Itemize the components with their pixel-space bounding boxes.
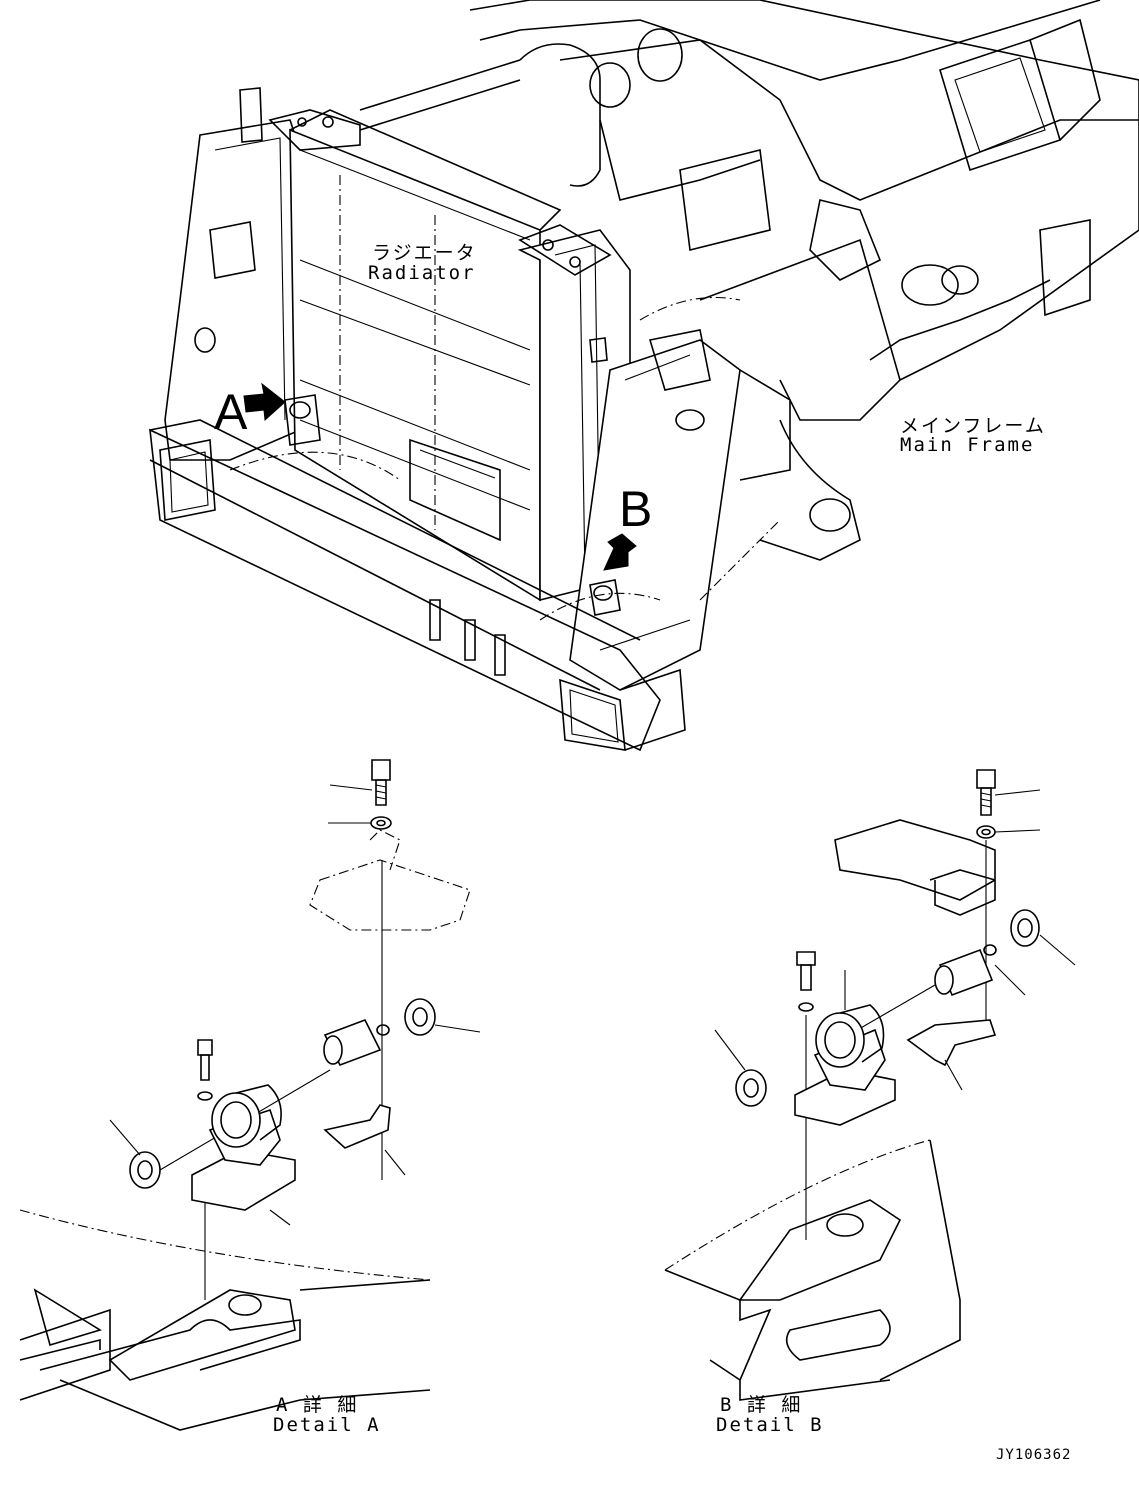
detail-b-title-en: Detail B: [716, 1414, 824, 1436]
detail-a-exploded-view: [19, 759, 481, 1431]
callout-letter-b: B: [619, 481, 653, 537]
detail-a-title-jp: A 詳 細: [276, 1394, 359, 1416]
callout-arrow-b: [603, 533, 637, 571]
callout-letter-a: A: [214, 384, 248, 440]
detail-b-title-jp: B 詳 細: [720, 1394, 803, 1416]
main-frame-label-en: Main Frame: [900, 434, 1035, 456]
drawing-number: JY106362: [996, 1447, 1072, 1463]
detail-b-exploded-view: [664, 769, 1076, 1401]
detail-a-title-en: Detail A: [273, 1414, 381, 1436]
callout-arrow-a: [243, 382, 286, 422]
main-frame-label-jp: メインフレーム: [900, 415, 1046, 437]
radiator-label-jp: ラジエータ: [372, 242, 477, 264]
main-frame-assembly: [149, 0, 1139, 752]
radiator-label-en: Radiator: [368, 262, 476, 284]
